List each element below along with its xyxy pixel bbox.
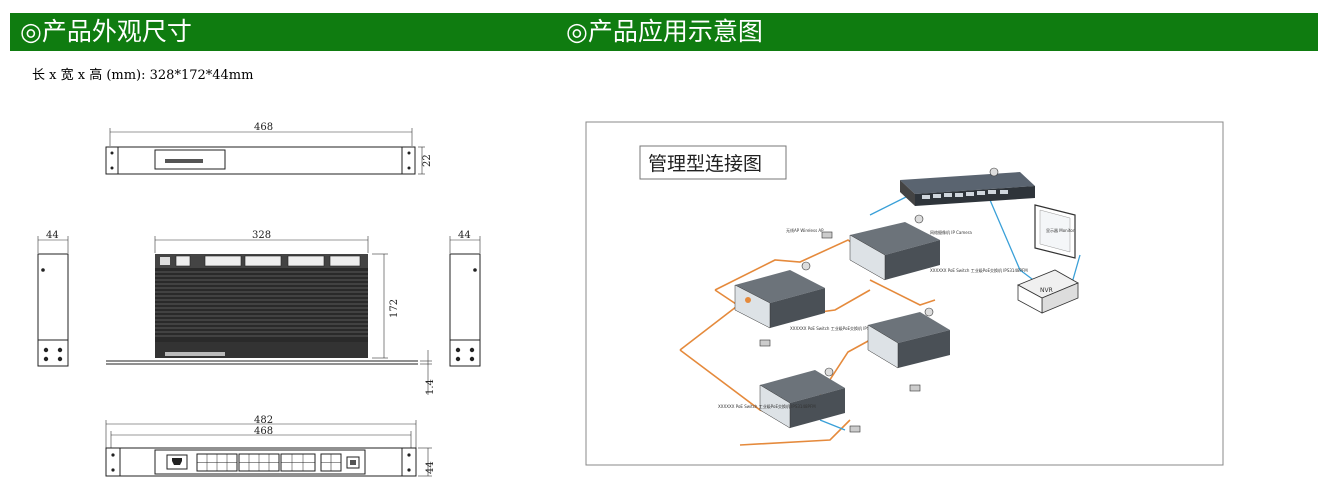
camera-icon: [824, 367, 834, 377]
camera-label: 网络摄像机 IP Camera: [930, 229, 972, 235]
dim-side-right: 44: [458, 230, 471, 241]
core-switch: [900, 172, 1035, 206]
dim-body-width: 328: [252, 230, 271, 241]
body-view: 328 172 1.4: [106, 230, 436, 395]
network-links: [679, 194, 1081, 446]
dim-front-outer: 482: [254, 415, 273, 426]
camera-icon: [849, 425, 861, 433]
section-header-application: ◎产品应用示意图: [566, 13, 1318, 51]
diagram-frame: [585, 121, 1224, 466]
side-view-right: 44: [449, 230, 481, 367]
poe-switch-1: XXXXXX PoE Switch 工业级PoE交换机 IPS3148PFM: [849, 222, 1028, 281]
top-view: 468 22: [105, 122, 433, 175]
ip-cameras: 网络摄像机 IP Camera 无线AP Wireless AP: [759, 167, 999, 433]
camera-icon: [759, 339, 771, 347]
front-view: 482 468 44: [105, 415, 436, 477]
dim-foot: 1.4: [425, 379, 436, 395]
poe-switch-2: XXXXXX PoE Switch 工业级PoE交换机 IPS3148PFM: [734, 270, 888, 331]
poe-switch-4: XXXXXX PoE Switch 工业级PoE交换机 IPS3148PFM: [718, 370, 845, 429]
poe-switch-1-label: XXXXXX PoE Switch 工业级PoE交换机 IPS3148PFM: [930, 267, 1028, 273]
camera-icon: [909, 384, 921, 392]
dim-top-height: 22: [422, 154, 433, 167]
dim-front-inner: 468: [254, 426, 273, 437]
side-view-left: 44: [37, 230, 69, 367]
camera-icon: [924, 307, 934, 317]
wireless-ap-label: 无线AP Wireless AP: [786, 227, 824, 233]
dimensions-text: 长 x 宽 x 高 (mm): 328*172*44mm: [32, 68, 254, 83]
camera-icon: [801, 261, 811, 271]
diagram-title-box: [639, 145, 787, 180]
camera-icon: [914, 214, 924, 224]
section-title-application: ◎产品应用示意图: [566, 17, 763, 46]
camera-icon: [821, 231, 833, 239]
poe-switch-3: [867, 312, 950, 369]
dim-side-left: 44: [46, 230, 59, 241]
monitor: 显示器 Monitor: [1034, 204, 1076, 259]
nvr-label: NVR: [1040, 287, 1053, 294]
dim-top-width: 468: [254, 122, 273, 133]
section-title-dimensions: ◎产品外观尺寸: [20, 17, 192, 46]
poe-switch-2-label: XXXXXX PoE Switch 工业级PoE交换机 IPS3148PFM: [790, 325, 888, 331]
diagram-title: 管理型连接图: [648, 153, 762, 175]
nvr: NVR: [1017, 269, 1079, 314]
monitor-label: 显示器 Monitor: [1046, 228, 1075, 233]
section-header-dimensions: ◎产品外观尺寸: [10, 13, 566, 51]
camera-icon: [989, 167, 999, 177]
dim-front-height: 44: [425, 461, 436, 474]
dim-body-height: 172: [389, 299, 400, 318]
dimension-drawing: 468 22 44 44: [37, 122, 481, 477]
poe-switch-4-label: XXXXXX PoE Switch 工业级PoE交换机 IPS3148PFM: [718, 403, 816, 409]
